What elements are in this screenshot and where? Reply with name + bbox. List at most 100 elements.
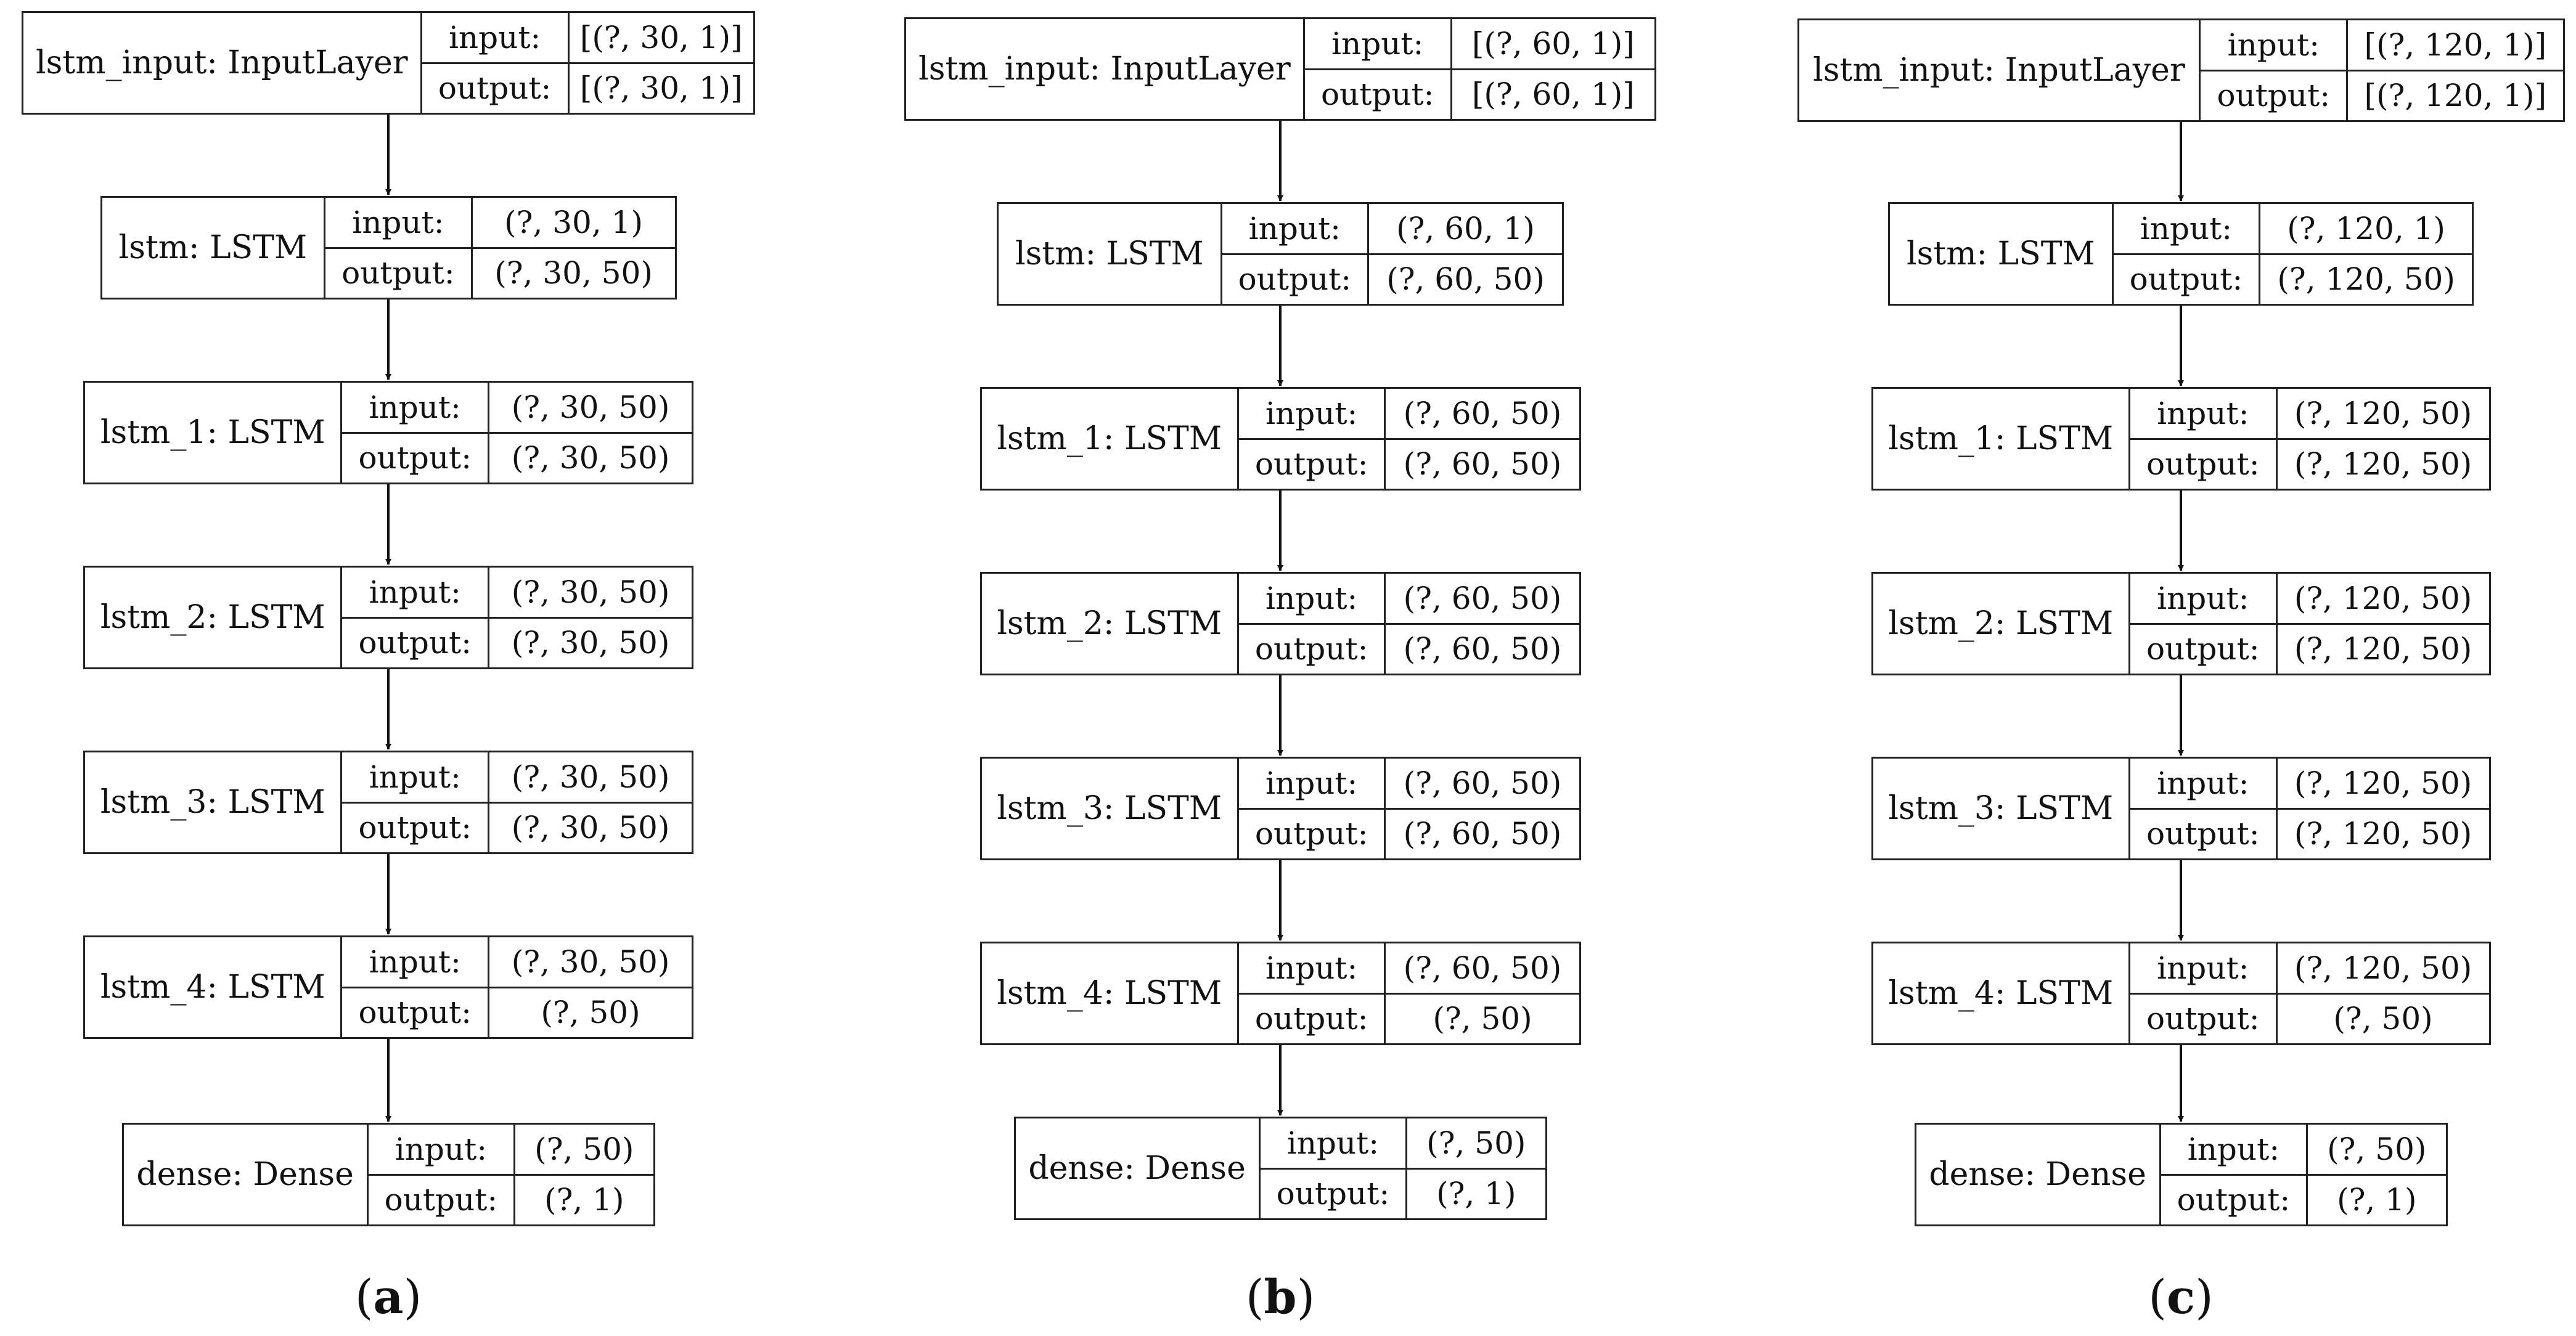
layer-name: lstm_1: LSTM [982,389,1239,489]
io-labels: input:output: [1238,574,1386,674]
input-label: input: [1238,759,1384,810]
caption-close-paren: ) [2195,1269,2214,1324]
layer-name: lstm: LSTM [999,204,1222,304]
caption-close-paren: ) [1296,1269,1315,1324]
output-label: output: [2177,1182,2291,1218]
io-shapes: (?, 30, 50)(?, 50) [489,937,692,1037]
io-labels: input:output: [1260,1118,1408,1218]
input-label: input: [2201,20,2347,71]
output-shape: [(?, 120, 1)] [2364,78,2547,114]
output-label: output: [1320,76,1434,113]
input-shape: (?, 60, 50) [1386,759,1579,810]
output-shape: (?, 60, 50) [1403,446,1562,483]
caption-open-paren: ( [354,1269,374,1324]
io-shapes: (?, 30, 50)(?, 30, 50) [489,752,692,852]
io-shapes: (?, 60, 50)(?, 60, 50) [1386,574,1579,674]
io-shapes: (?, 120, 50)(?, 120, 50) [2277,389,2489,489]
io-labels: input:output: [1238,943,1386,1043]
io-shapes: (?, 120, 1) (?, 120, 50) [2260,204,2472,304]
panel-caption: (a) [327,1269,450,1324]
input-label: input: [342,752,488,804]
io-labels: input:output: [2130,574,2278,674]
layer-name: lstm_input: InputLayer [906,19,1305,119]
output-shape: (?, 60, 50) [1403,631,1562,667]
output-label: output: [1238,261,1352,298]
io-shapes: [(?, 120, 1)][(?, 120, 1)] [2348,20,2563,120]
panel-caption: (c) [2119,1269,2243,1324]
io-labels: input:output: [2130,759,2278,858]
io-shapes: (?, 30, 50) (?, 30, 50) [489,568,692,667]
layer-name: lstm_2: LSTM [85,568,343,667]
input-shape: (?, 50) [1407,1118,1545,1170]
input-shape: (?, 120, 50) [2277,759,2489,810]
layer-name: lstm_1: LSTM [85,383,343,483]
layer-name: lstm_1: LSTM [1873,389,2130,489]
input-label: input: [368,1125,514,1176]
io-labels: input: output: [368,1125,516,1224]
layer-name: lstm_input: InputLayer [1799,20,2201,120]
input-label: input: [2113,204,2259,255]
layer-name: lstm: LSTM [102,198,326,298]
input-shape: (?, 50) [2308,1125,2446,1176]
layer-name: lstm_4: LSTM [1873,943,2130,1043]
output-shape: (?, 50) [2333,1001,2433,1037]
input-shape: (?, 120, 1) [2260,204,2472,255]
layer-name: lstm_2: LSTM [982,574,1239,674]
layer-name: lstm_4: LSTM [982,943,1239,1043]
layer-name: dense: Dense [1916,1125,2161,1224]
caption-close-paren: ) [403,1269,422,1324]
layer-name: lstm_2: LSTM [1873,574,2130,674]
input-label: input: [342,568,488,619]
io-labels: input:output: [1238,389,1386,489]
input-shape: (?, 30, 50) [489,383,692,434]
output-shape: [(?, 30, 1)] [579,70,743,107]
input-shape: (?, 60, 50) [1386,943,1579,995]
output-label: output: [438,70,552,107]
io-labels: input:output: [2130,389,2278,489]
io-shapes: [(?, 60, 1)][(?, 60, 1)] [1452,19,1654,119]
layer-name: lstm_3: LSTM [85,752,343,852]
layer-name: lstm_3: LSTM [982,759,1239,858]
io-labels: input:output: [2130,943,2278,1043]
output-label: output: [1254,1001,1368,1037]
output-shape: (?, 30, 50) [511,625,670,661]
input-label: input: [1222,204,1368,255]
caption-letter: b [1264,1269,1297,1324]
input-label: input: [2130,389,2276,440]
io-shapes: (?, 50)(?, 1) [515,1125,653,1224]
input-label: input: [342,937,488,988]
output-shape: (?, 60, 50) [1386,261,1545,298]
output-label: output: [358,810,472,846]
io-labels: input:output: [342,383,490,483]
output-label: output: [358,440,472,476]
output-shape: (?, 120, 50) [2277,261,2455,298]
input-shape: (?, 60, 1) [1369,204,1562,255]
caption-open-paren: ( [1245,1269,1264,1324]
output-label: output: [384,1182,498,1218]
output-shape: (?, 120, 50) [2294,816,2472,852]
caption-open-paren: ( [2148,1269,2167,1324]
output-label: output: [1254,446,1368,483]
layer-name: lstm_3: LSTM [1873,759,2130,858]
input-shape: (?, 30, 50) [489,568,692,619]
output-label: output: [1254,631,1368,667]
layer-name: lstm_input: InputLayer [23,13,422,113]
output-label: output: [2146,1001,2260,1037]
input-label: input: [2130,574,2276,625]
io-shapes: (?, 60, 50)(?, 50) [1386,943,1579,1043]
output-shape: (?, 1) [2337,1182,2417,1218]
input-shape: (?, 120, 50) [2277,574,2489,625]
output-shape: (?, 1) [544,1182,624,1218]
io-labels: input:output: [2201,20,2349,120]
